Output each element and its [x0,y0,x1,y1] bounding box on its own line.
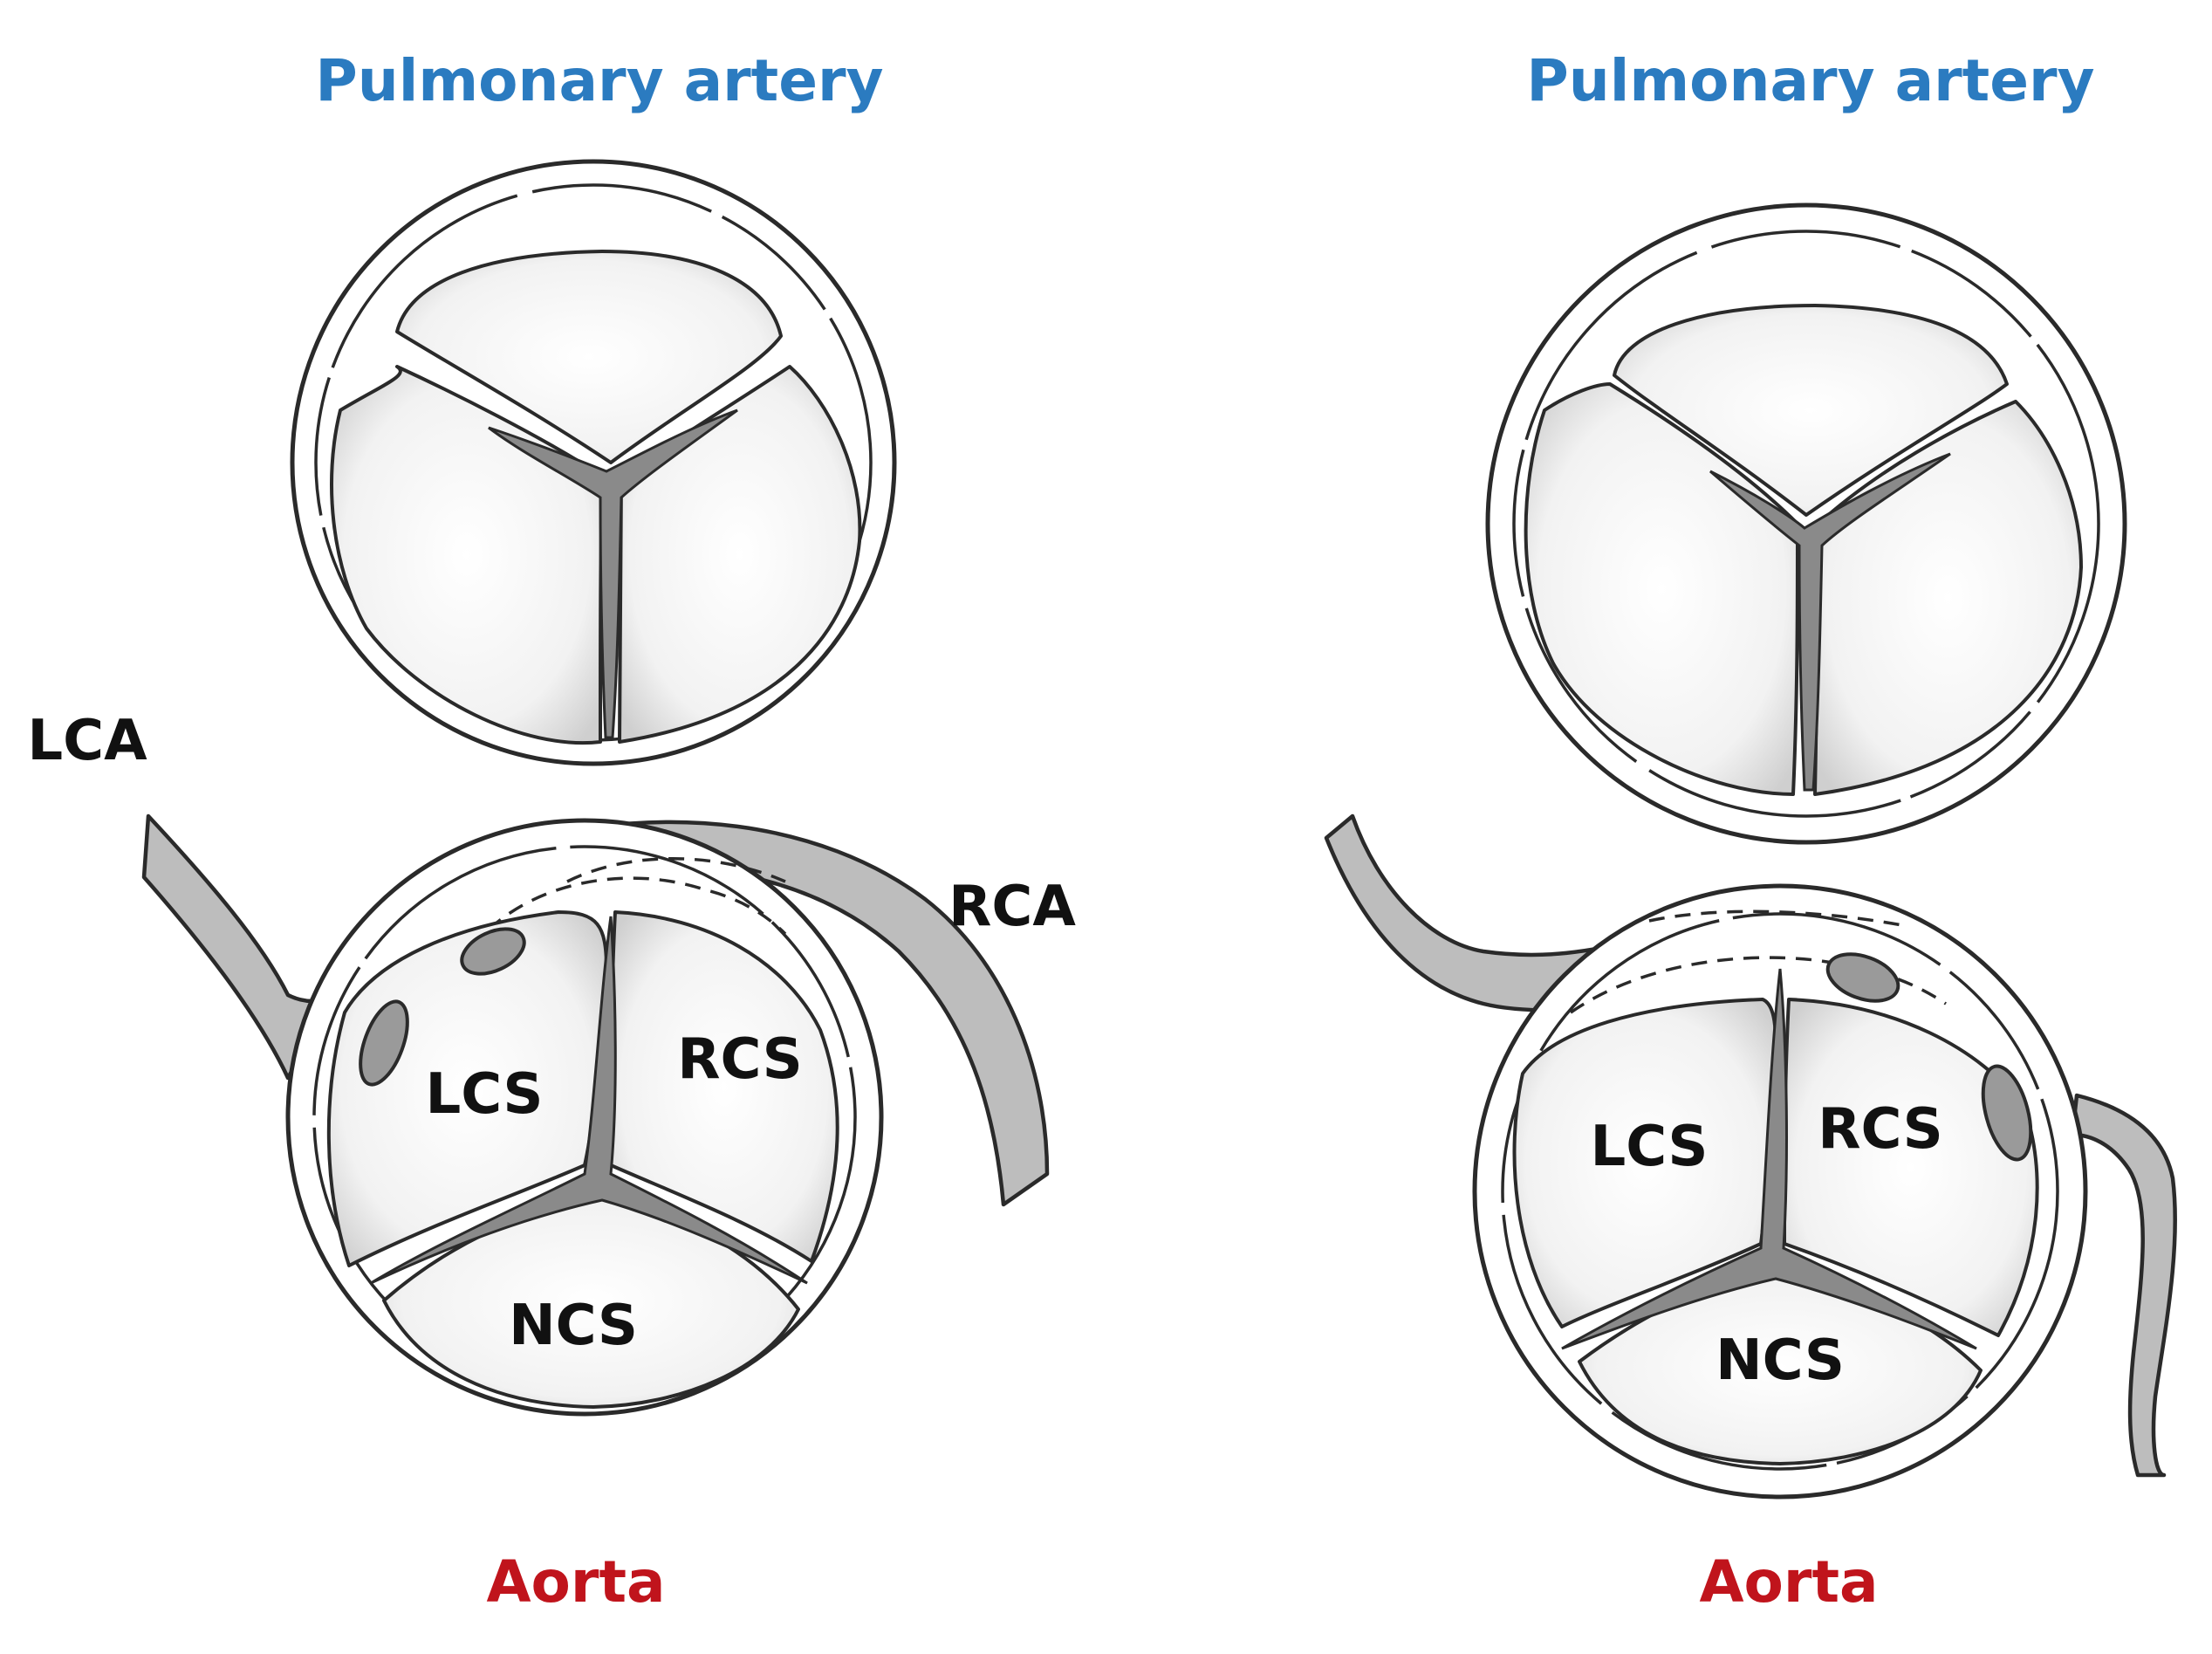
aorta-label: Aorta [486,1548,665,1616]
pulmonary-valve-left [290,159,897,766]
lca-label: LCA [27,709,147,773]
pulmonary-artery-label: Pulmonary artery [315,47,883,114]
pulmonary-anterior-leaflet [395,250,783,464]
lcs-label: LCS [1590,1115,1708,1179]
aortic-valve-left [285,818,884,1417]
aortic-dashed-sinus [487,876,787,936]
rcs-label: RCS [1818,1097,1943,1162]
right-coronary-artery [521,820,1050,1207]
pulmonary-valve-right [1485,202,2127,845]
pulmonary-inner-wall [1512,230,2100,818]
pulmonary-artery-label: Pulmonary artery [1526,47,2094,114]
left-coronary-ostium [460,927,526,976]
aorta-label: Aorta [1699,1548,1878,1616]
aortic-dashed-sinus-2 [566,857,786,883]
pulmonary-left-leaflet [330,365,604,745]
left-coronary-ostium-2 [359,999,409,1087]
rcs-label: RCS [677,1027,803,1092]
right-coronary-ostium-2 [1981,1064,2033,1162]
right-coronary-artery [2070,1093,2177,1478]
rca-label: RCA [948,875,1076,939]
aortic-dashed-sinus [1570,956,1947,1014]
right-coronary-ostium [1825,952,1900,1003]
aortic-commissure [370,916,808,1285]
ncs-label: NCS [1715,1328,1845,1393]
panel-right: Pulmonary artery LCS RCS NCS Aorta [1324,47,2177,1616]
pulmonary-commissure [1709,452,1951,792]
ncs-label: NCS [509,1294,638,1358]
aortic-inner-wall [1501,912,2059,1471]
lcs-label: LCS [425,1062,543,1127]
aortic-valve-right [1472,883,2088,1500]
pulmonary-commissure [488,408,738,739]
panel-left: Pulmonary artery LCA RCA LCS RCS NCS Aor… [27,47,1076,1616]
aortic-commissure [1561,968,1977,1350]
aortic-dashed-sinus-2 [1648,909,1903,927]
pulmonary-anterior-leaflet [1613,304,2009,517]
